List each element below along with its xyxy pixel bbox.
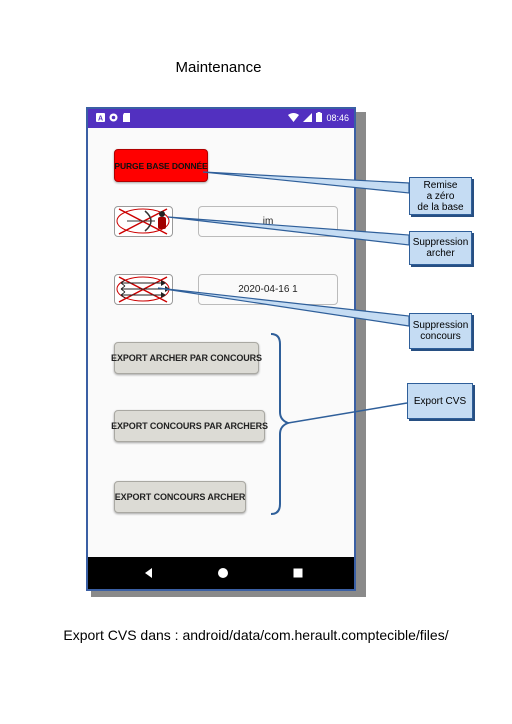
back-icon[interactable] [140, 565, 156, 581]
phone-screen: A 08:46 PURGE BASE DONNÉE [86, 107, 356, 591]
document-title: Maintenance [175, 59, 262, 76]
status-time: 08:46 [326, 113, 349, 123]
circle-icon [109, 113, 118, 122]
navigation-bar [88, 557, 354, 589]
status-bar: A 08:46 [88, 109, 354, 128]
home-icon[interactable] [215, 565, 231, 581]
recents-icon[interactable] [290, 565, 306, 581]
wifi-icon [288, 112, 300, 124]
arrows-crossed-icon [116, 276, 170, 303]
callout-delete-archer: Suppression archer [409, 231, 472, 265]
export-archer-by-concours-button[interactable]: EXPORT ARCHER PAR CONCOURS [111, 342, 262, 374]
callout-export-csv: Export CVS [407, 383, 473, 419]
archer-crossed-icon [116, 208, 170, 235]
svg-text:A: A [98, 116, 103, 123]
signal-icon [303, 112, 313, 124]
concours-date-field[interactable]: 2020-04-16 1 [198, 274, 338, 305]
battery-icon [316, 112, 323, 124]
callout-reset-database: Remise a zéro de la base [409, 177, 472, 215]
export-concours-by-archers-button[interactable]: EXPORT CONCOURS PAR ARCHERS [111, 410, 268, 442]
delete-concours-button[interactable] [114, 274, 173, 305]
footer-export-path: Export CVS dans : android/data/com.herau… [63, 627, 449, 643]
purge-database-button[interactable]: PURGE BASE DONNÉE [114, 149, 208, 182]
archer-name-field[interactable]: jm [198, 206, 338, 237]
sd-card-icon [122, 113, 131, 122]
notification-a-icon: A [96, 113, 105, 122]
delete-archer-button[interactable] [114, 206, 173, 237]
callout-delete-concours: Suppression concours [409, 313, 472, 349]
export-concours-archer-button[interactable]: EXPORT CONCOURS ARCHER [114, 481, 246, 513]
